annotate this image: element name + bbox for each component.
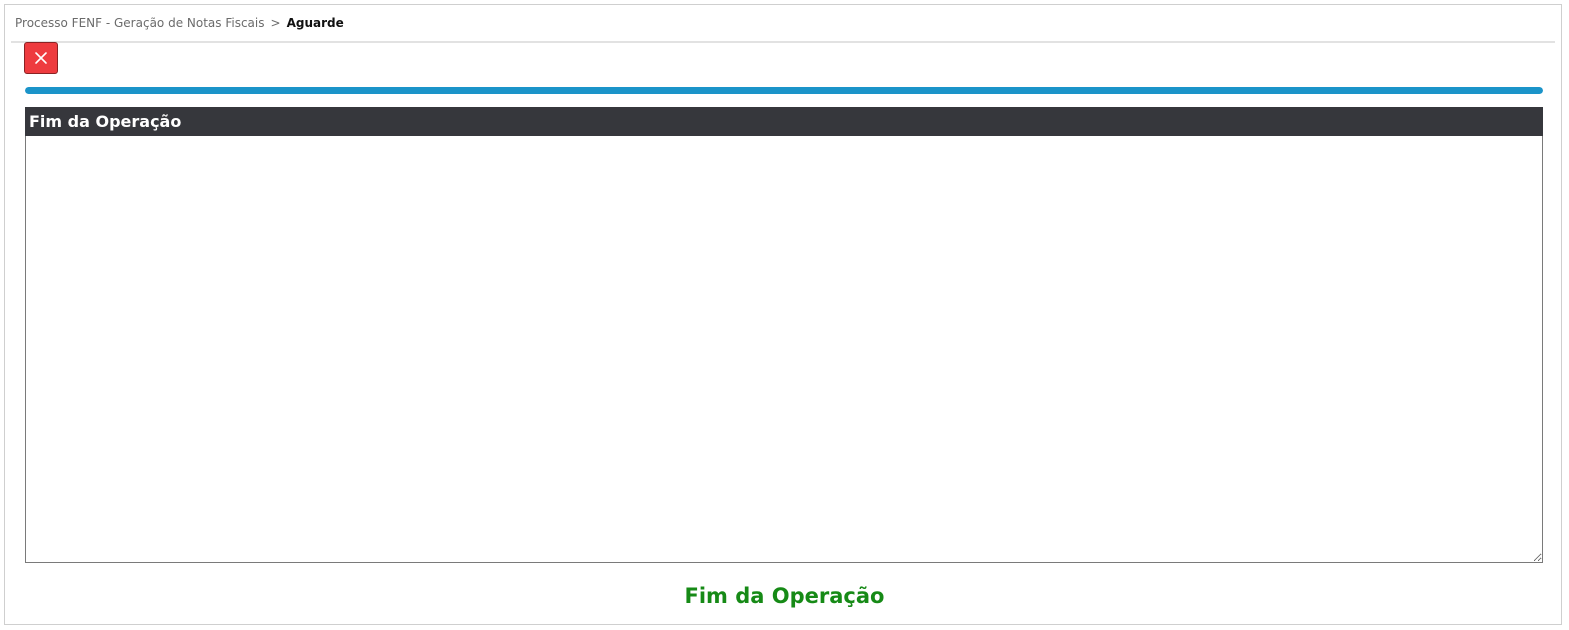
close-icon (34, 51, 48, 65)
breadcrumb-separator: > (270, 16, 281, 30)
breadcrumb: Processo FENF - Geração de Notas Fiscais… (15, 16, 344, 30)
operation-panel: Fim da Operação (25, 107, 1543, 563)
close-button[interactable] (24, 42, 58, 74)
panel-title: Fim da Operação (25, 107, 1543, 136)
progress-bar (25, 87, 1543, 94)
breadcrumb-parent[interactable]: Processo FENF - Geração de Notas Fiscais (15, 16, 265, 30)
status-message: Fim da Operação (684, 584, 885, 608)
breadcrumb-current: Aguarde (286, 16, 344, 30)
progress-bar-fill (25, 87, 1543, 94)
operation-log-textarea[interactable] (25, 136, 1543, 563)
header-divider (11, 41, 1555, 43)
